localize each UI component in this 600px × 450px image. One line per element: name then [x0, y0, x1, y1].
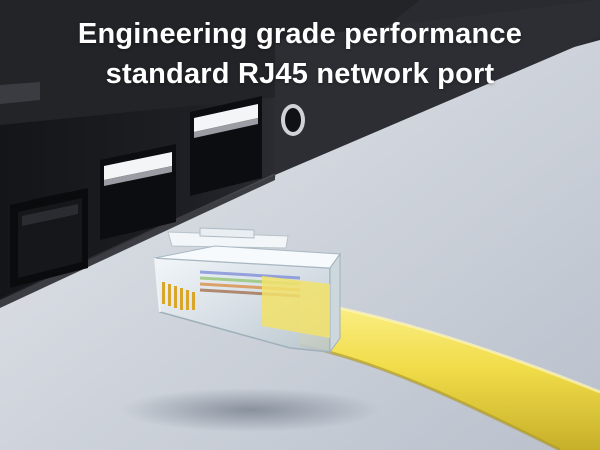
- gold-contacts: [162, 282, 195, 310]
- audio-jack: [281, 104, 305, 136]
- headline-line-2: standard RJ45 network port: [105, 58, 495, 90]
- rj45-network-port: [10, 188, 88, 288]
- headline: Engineering grade performance standard R…: [0, 14, 600, 94]
- usb-port-lower: [100, 144, 176, 240]
- usb-port-upper: [190, 96, 262, 196]
- rj45-connector-plug: [154, 227, 341, 354]
- floor-shadow: [120, 388, 380, 432]
- headline-line-1: Engineering grade performance: [77, 18, 523, 50]
